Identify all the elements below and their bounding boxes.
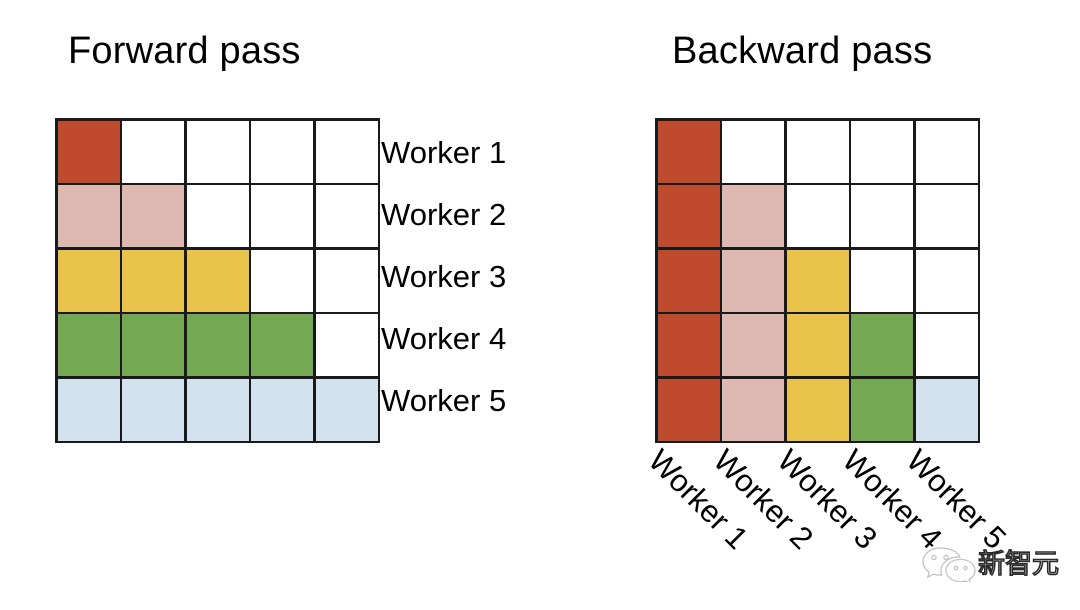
grid-cell — [915, 249, 978, 312]
forward-pass-grid — [55, 118, 380, 443]
grid-cell — [915, 314, 978, 376]
grid-cell — [657, 120, 720, 183]
grid-cell — [251, 185, 313, 247]
grid-cell — [315, 314, 378, 376]
grid-cell — [722, 314, 784, 376]
grid-cell — [57, 120, 120, 183]
grid-cell — [251, 120, 313, 183]
forward-pass-title: Forward pass — [68, 30, 301, 72]
grid-cell — [915, 378, 978, 441]
grid-cell — [122, 314, 184, 376]
grid-cell — [786, 185, 849, 247]
grid-cell — [786, 120, 849, 183]
grid-cell — [122, 249, 184, 312]
grid-cell — [315, 249, 378, 312]
backward-pass-grid — [655, 118, 980, 443]
grid-cell — [657, 378, 720, 441]
row-label-worker-5: Worker 5 — [381, 382, 507, 418]
grid-cell — [57, 249, 120, 312]
grid-cell — [186, 185, 249, 247]
row-label-worker-4: Worker 4 — [381, 320, 507, 356]
grid-cell — [851, 378, 913, 441]
grid-cell — [57, 185, 120, 247]
grid-cell — [57, 378, 120, 441]
grid-cell — [915, 120, 978, 183]
grid-cell — [786, 378, 849, 441]
grid-cell — [722, 378, 784, 441]
grid-cell — [186, 314, 249, 376]
grid-cell — [122, 378, 184, 441]
grid-cell — [851, 314, 913, 376]
row-label-worker-2: Worker 2 — [381, 196, 507, 232]
grid-cell — [786, 249, 849, 312]
grid-cell — [657, 249, 720, 312]
grid-cell — [657, 314, 720, 376]
grid-cell — [722, 120, 784, 183]
grid-cell — [122, 185, 184, 247]
grid-cell — [657, 185, 720, 247]
grid-cell — [915, 185, 978, 247]
forward-pass-row-labels: Worker 1 Worker 2 Worker 3 Worker 4 Worker 5 — [381, 121, 506, 431]
grid-cell — [122, 120, 184, 183]
grid-cell — [851, 185, 913, 247]
grid-cell — [251, 378, 313, 441]
grid-cell — [851, 120, 913, 183]
grid-cell — [251, 249, 313, 312]
backward-pass-title: Backward pass — [672, 30, 933, 72]
grid-cell — [251, 314, 313, 376]
grid-cell — [186, 378, 249, 441]
grid-cell — [851, 249, 913, 312]
grid-cell — [722, 185, 784, 247]
grid-cell — [315, 185, 378, 247]
grid-cell — [786, 314, 849, 376]
row-label-worker-3: Worker 3 — [381, 258, 507, 294]
grid-cell — [315, 120, 378, 183]
grid-cell — [722, 249, 784, 312]
grid-cell — [315, 378, 378, 441]
grid-cell — [186, 120, 249, 183]
grid-cell — [57, 314, 120, 376]
grid-cell — [186, 249, 249, 312]
row-label-worker-1: Worker 1 — [381, 134, 507, 170]
